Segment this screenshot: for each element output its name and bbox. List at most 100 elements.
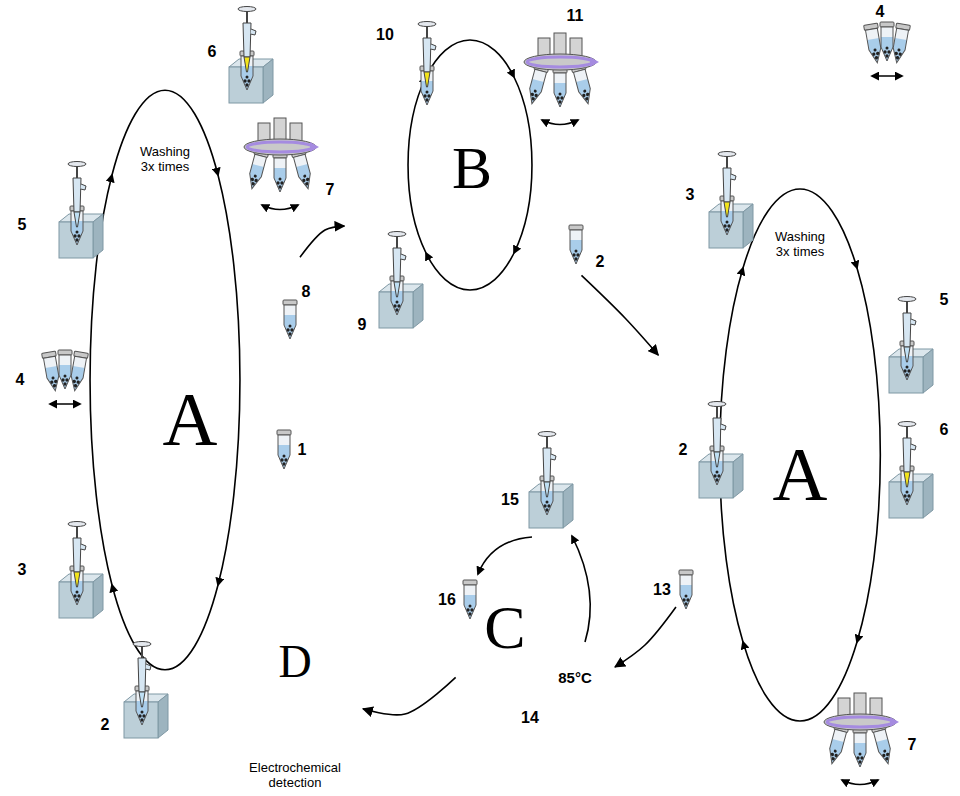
- callout-number: 3: [686, 186, 695, 204]
- text-holder: 2: [101, 716, 110, 734]
- cycle-arrow: [514, 77, 532, 253]
- text-holder: 6: [940, 421, 949, 439]
- cycle-arrow: [218, 175, 240, 585]
- ellipse-ground: [11, 21, 309, 739]
- callout-number: 1: [298, 441, 307, 459]
- callout-number: 5: [940, 291, 949, 309]
- node-shape: [655, 45, 955, 795]
- pipette-tube: [418, 22, 436, 106]
- cycle-ring: [90, 90, 240, 670]
- callout-number: 2: [596, 253, 605, 271]
- text-holder: 7: [908, 736, 917, 754]
- cycle-arrow: [857, 268, 880, 642]
- flow-arrow: [615, 607, 676, 667]
- callout-number: 6: [208, 43, 217, 61]
- heating-block: 85°C: [535, 645, 615, 700]
- flow-arrow: [581, 275, 658, 355]
- stage-ellipse: C: [430, 475, 570, 705]
- pipette-rack: [379, 232, 423, 329]
- text-holder: 14: [521, 709, 539, 727]
- text-holder: 4: [876, 3, 885, 21]
- text-holder: 10: [376, 26, 394, 44]
- stage-ellipse: B: [335, 5, 615, 335]
- rotator: [524, 33, 599, 125]
- pipette-rack: [699, 402, 743, 499]
- pipette-rack: [709, 152, 753, 249]
- callout-number: 4: [876, 3, 885, 21]
- text-holder: 5: [18, 216, 27, 234]
- shaking-tubes: [42, 350, 89, 404]
- text-holder: 85°C: [558, 669, 592, 686]
- heater-knob: [569, 645, 581, 654]
- callout-number: 7: [326, 181, 335, 199]
- cycle-arrow: [426, 40, 514, 77]
- node-text: A: [773, 431, 828, 518]
- cycle-arrow: [112, 585, 218, 670]
- text-holder: Electrochemical detection: [232, 761, 358, 791]
- node-text: Electrochemical detection: [232, 761, 358, 791]
- callout-number: 7: [908, 736, 917, 754]
- node-text: 85°C: [558, 669, 592, 686]
- node-text: Washing 3x times: [770, 230, 830, 260]
- heater-side: [606, 653, 614, 699]
- callout-number: 2: [679, 441, 688, 459]
- detector-monitor: DElectrochemical detection: [227, 640, 363, 793]
- ellipse-ground: [431, 476, 569, 704]
- rotator: [824, 693, 899, 785]
- cycle-arrow: [743, 189, 857, 268]
- text-holder: 4: [16, 371, 25, 389]
- shaking-tubes: [864, 22, 911, 76]
- monitor-case: [237, 692, 353, 755]
- text-holder: 13: [653, 581, 671, 599]
- ellipse-ground: [336, 6, 614, 334]
- callout-number: 14: [521, 709, 539, 727]
- text-holder: 15: [501, 491, 519, 509]
- callout-number: 6: [940, 421, 949, 439]
- text-holder: Washing 3x times: [135, 145, 195, 175]
- node-text: C: [484, 592, 525, 663]
- callout-number: 3: [18, 561, 27, 579]
- text-holder: 8: [302, 283, 311, 301]
- text-holder: 11: [567, 7, 584, 25]
- pipette-rack: [124, 642, 168, 739]
- tube: [569, 225, 583, 264]
- cycle-arrow: [478, 537, 532, 574]
- text-holder: 16: [438, 591, 456, 609]
- ellipse-ground: [656, 46, 954, 794]
- callout-number: 15: [501, 491, 519, 509]
- node-text: A: [163, 376, 218, 463]
- callout-number: 10: [376, 26, 394, 44]
- text-holder: 7: [326, 181, 335, 199]
- text-holder: Washing 3x times: [770, 230, 830, 260]
- cycle-arrow: [426, 253, 514, 290]
- callout-number: 16: [438, 591, 456, 609]
- pipette-rack: [59, 522, 103, 619]
- node-text: Washing 3x times: [135, 145, 195, 175]
- callout-number: 4: [16, 371, 25, 389]
- text-holder: 3: [18, 561, 27, 579]
- text-holder: 3: [686, 186, 695, 204]
- callout-number: 13: [653, 581, 671, 599]
- callout-number: 9: [358, 316, 367, 334]
- tube: [277, 430, 291, 469]
- text-holder: 6: [208, 43, 217, 61]
- node-text: D: [278, 636, 311, 689]
- text-holder: B: [452, 134, 492, 203]
- tube: [283, 300, 297, 339]
- stage-ellipse: Washing 3x timesA: [655, 45, 955, 795]
- stage-ellipse: Washing 3x timesA: [10, 20, 310, 740]
- text-holder: 9: [358, 316, 367, 334]
- cycle-arrow: [112, 90, 218, 175]
- callout-number: 2: [101, 716, 110, 734]
- heater-top: [536, 653, 614, 661]
- cycle-ring: [720, 189, 881, 721]
- flow-arrow: [363, 677, 456, 715]
- node-text: B: [452, 134, 492, 203]
- text-holder: C: [484, 592, 525, 663]
- text-holder: 1: [298, 441, 307, 459]
- text-holder: A: [163, 376, 218, 463]
- node-shape: [430, 475, 570, 705]
